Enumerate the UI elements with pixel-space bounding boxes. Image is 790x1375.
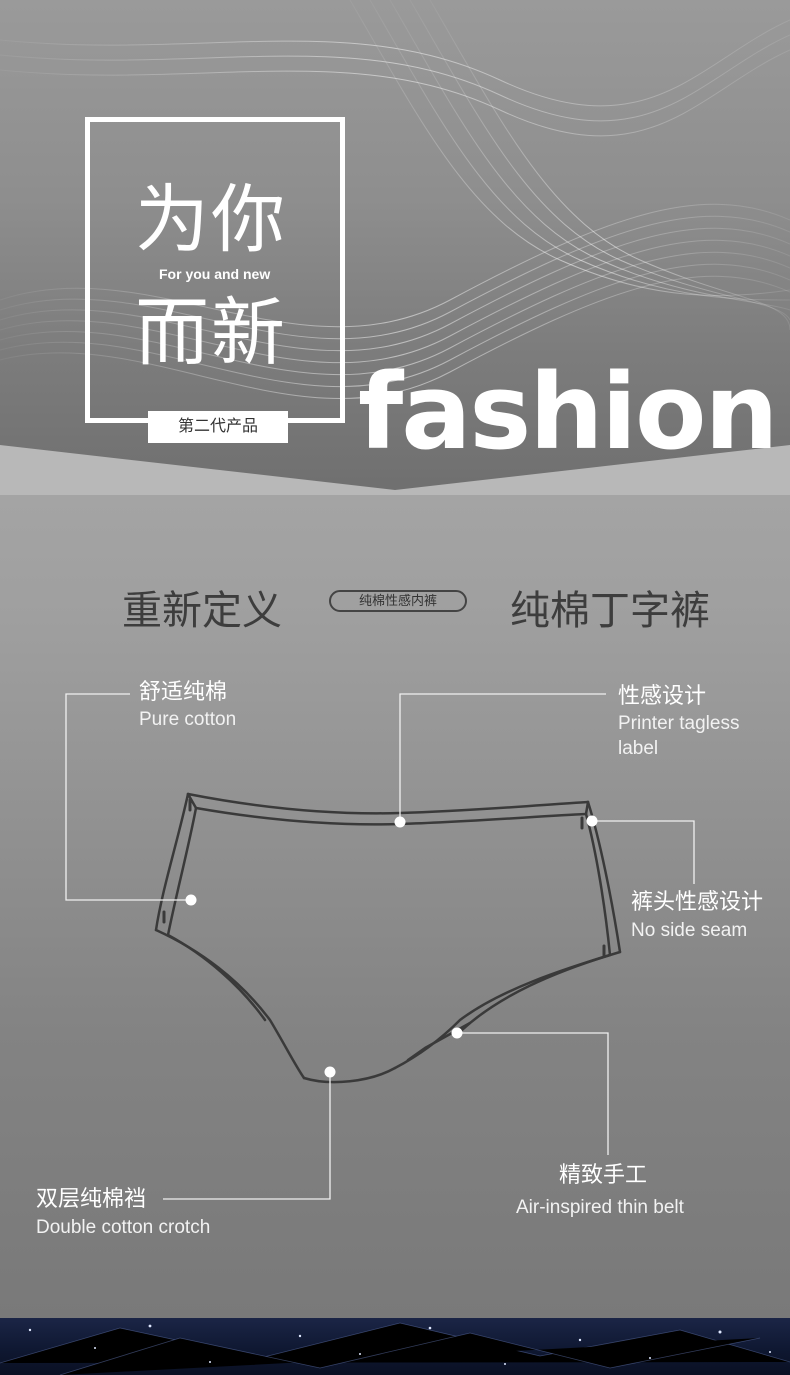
hero-title-line1: 为你 [135,177,287,263]
hero-title-line2: 而新 [135,290,287,376]
starfield-graphic [0,1322,790,1375]
feature-handmade-en: Air-inspired thin belt [516,1197,684,1218]
callout-dots [185,815,598,1078]
feature-sexy-design-cn: 性感设计 [618,684,707,709]
feature-waistband-design-cn: 裤头性感设计 [631,890,764,915]
fashion-wordmark: fashion [358,351,779,473]
feature-pure-cotton-cn: 舒适纯棉 [139,680,228,705]
feature-pure-cotton-en: Pure cotton [139,709,237,730]
feature-double-crotch-cn: 双层纯棉裆 [36,1187,147,1212]
generation-badge: 第二代产品 [148,411,288,443]
starfield-strip [0,1318,790,1375]
hero-subtitle: For you and new [159,266,271,282]
feature-double-crotch-en: Double cotton crotch [36,1217,211,1238]
feature-sexy-design-en-line1: Printer tagless [618,713,740,734]
feature-handmade-cn: 精致手工 [559,1163,648,1188]
briefs-illustration [154,792,622,1084]
hero-wave-graphic [0,0,790,495]
headline-left: 重新定义 [122,588,282,634]
feature-waistband-design-en: No side seam [631,920,748,941]
headline-right: 纯棉丁字裤 [510,588,710,634]
callout-lines [65,693,695,1200]
headline-pill: 纯棉性感内裤 [329,590,467,612]
hero-banner: 为你 For you and new 而新 第二代产品 fashion [0,0,790,495]
feature-sexy-design-en-line2: label [618,738,659,759]
